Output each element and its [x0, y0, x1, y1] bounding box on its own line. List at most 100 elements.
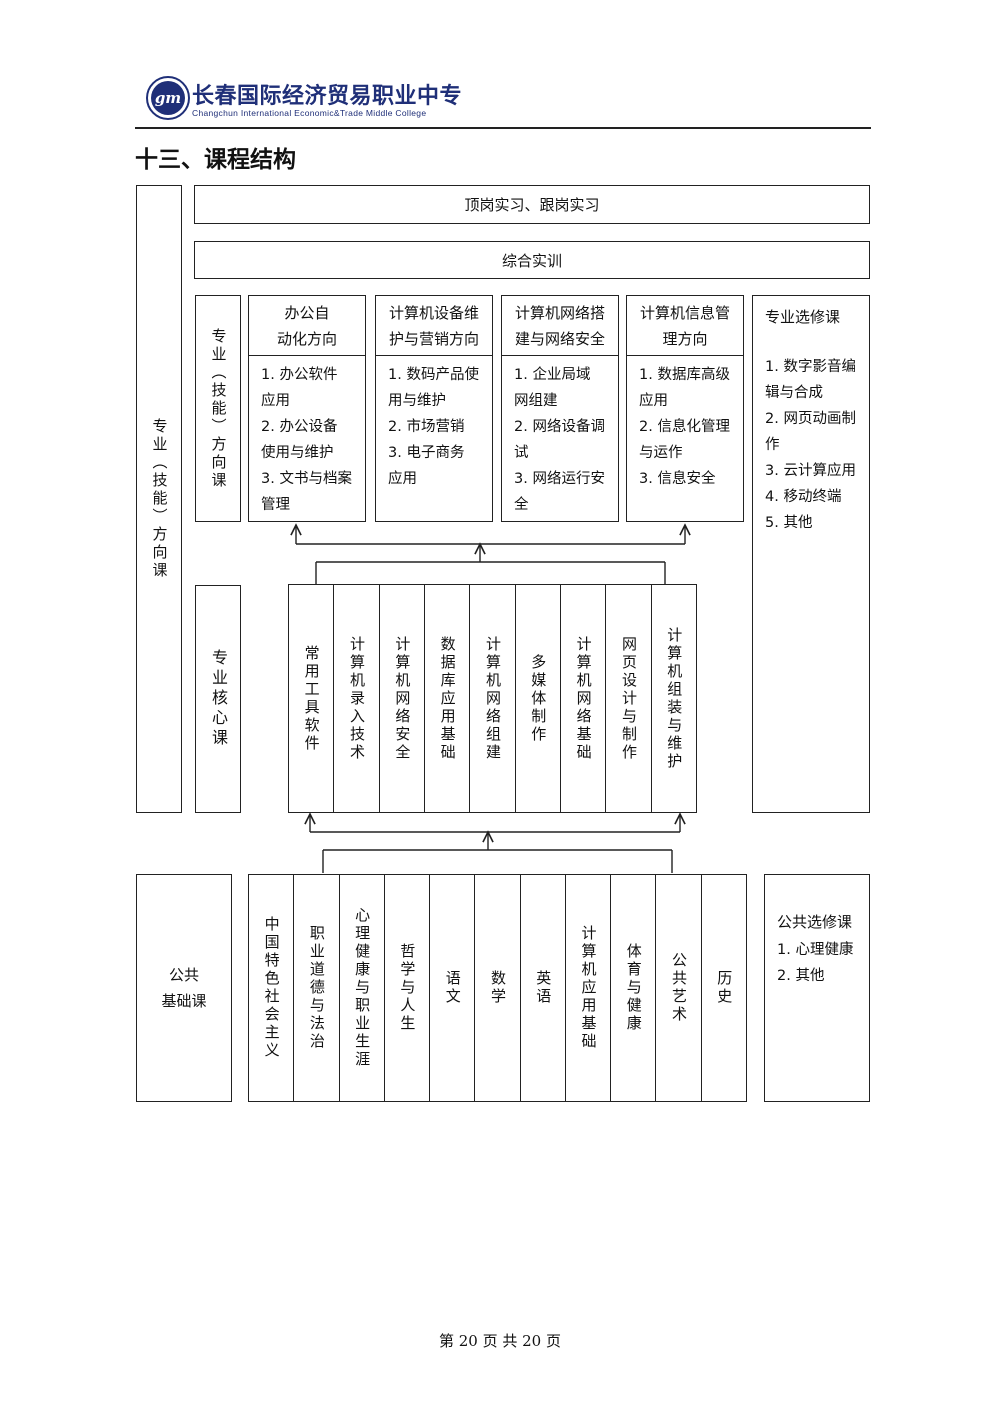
public-label-line2: 基础课 [161, 992, 207, 1010]
core-course-cell: 数据库应用基础 [425, 585, 471, 812]
list-item: 用与维护 [388, 393, 446, 409]
public-course-label: 公共艺术 [670, 952, 689, 1024]
internship-label: 顶岗实习、跟岗实习 [464, 196, 600, 214]
core-course-label: 数据库应用基础 [438, 635, 457, 762]
direction-column-device: 计算机设备维 护与营销方向 1. 数码产品使 用与维护 2. 市场营销 3. 电… [375, 295, 493, 522]
outer-direction-label: 专业（技能）方向课 [150, 418, 169, 580]
list-item: 3. 文书与档案 [261, 471, 352, 487]
public-course-cell: 公共艺术 [656, 875, 702, 1101]
core-course-cell: 计算机录入技术 [334, 585, 380, 812]
public-elective-box: 公共选修课 1. 心理健康 2. 其他 [764, 874, 870, 1102]
public-course-cell: 计算机应用基础 [566, 875, 612, 1101]
header: gm 长春国际经济贸易职业中专 Changchun International … [140, 72, 880, 128]
list-item: 5. 其他 [765, 515, 813, 531]
direction-label-box: 专业（技能）方向课 [195, 295, 241, 522]
elective-title: 专业选修课 [765, 308, 841, 326]
core-course-cell: 计算机网络安全 [380, 585, 425, 812]
section-title: 十三、课程结构 [135, 147, 296, 173]
list-item: 管理 [261, 497, 290, 513]
core-courses-box: 常用工具软件 计算机录入技术 计算机网络安全 数据库应用基础 计算机网络组建 多… [288, 584, 697, 813]
list-item: 应用 [388, 471, 417, 487]
training-label: 综合实训 [501, 251, 562, 270]
public-course-label: 中国特色社会主义 [262, 916, 281, 1060]
direction-title: 计算机设备维 护与营销方向 [376, 296, 492, 356]
core-label-box: 专业核心课 [195, 585, 241, 813]
internship-box: 顶岗实习、跟岗实习 [194, 185, 870, 224]
direction-items: 1. 企业局域 网组建 2. 网络设备调 试 3. 网络运行安 全 [502, 356, 618, 518]
direction-title-line1: 计算机信息管 [639, 303, 730, 322]
public-courses-box: 中国特色社会主义 职业道德与法治 心理健康与职业生涯 哲学与人生 语文 数学 英… [248, 874, 747, 1102]
list-item: 3. 电子商务 [388, 445, 465, 461]
public-course-cell: 职业道德与法治 [294, 875, 340, 1101]
list-item: 2. 其他 [777, 968, 825, 984]
direction-items: 1. 数据库高级 应用 2. 信息化管理 与运作 3. 信息安全 [627, 356, 743, 492]
list-item: 使用与维护 [261, 445, 334, 461]
list-item: 应用 [261, 393, 290, 409]
public-elective-items: 1. 心理健康 2. 其他 [765, 931, 869, 989]
list-item: 1. 数字影音编 [765, 359, 856, 375]
public-course-cell: 英语 [521, 875, 566, 1101]
direction-title-line2: 建与网络安全 [514, 329, 605, 348]
list-item: 2. 信息化管理 [639, 419, 730, 435]
list-item: 1. 数码产品使 [388, 367, 479, 383]
public-course-cell: 语文 [430, 875, 476, 1101]
public-course-label: 英语 [534, 970, 553, 1006]
core-course-cell: 多媒体制作 [516, 585, 561, 812]
school-logo: gm [146, 76, 190, 120]
school-name-en: Changchun International Economic&Trade M… [192, 108, 427, 118]
header-divider [135, 127, 871, 129]
core-course-label: 计算机网络安全 [393, 635, 412, 762]
list-item: 2. 市场营销 [388, 419, 465, 435]
list-item: 1. 心理健康 [777, 942, 854, 958]
direction-column-office: 办公自 动化方向 1. 办公软件 应用 2. 办公设备 使用与维护 3. 文书与… [248, 295, 366, 522]
core-course-cell: 计算机组装与维护 [652, 585, 696, 812]
direction-label: 专业（技能）方向课 [209, 327, 228, 490]
direction-title: 办公自 动化方向 [249, 296, 365, 356]
public-course-label: 历史 [715, 970, 734, 1006]
core-course-label: 计算机网络基础 [574, 635, 593, 762]
list-item: 1. 数据库高级 [639, 367, 730, 383]
core-course-cell: 计算机网络组建 [470, 585, 516, 812]
public-label-box: 公共 基础课 [136, 874, 232, 1102]
outer-direction-label-box: 专业（技能）方向课 [136, 185, 182, 813]
list-item: 2. 办公设备 [261, 419, 338, 435]
direction-title-line1: 办公自 [284, 303, 330, 322]
direction-title-line2: 动化方向 [276, 329, 337, 348]
list-item: 2. 网页动画制 [765, 411, 856, 427]
core-course-cell: 计算机网络基础 [561, 585, 607, 812]
core-course-cell: 常用工具软件 [289, 585, 335, 812]
public-elective-title: 公共选修课 [777, 913, 853, 931]
core-course-label: 计算机录入技术 [347, 635, 366, 762]
direction-title-line1: 计算机设备维 [388, 303, 479, 322]
elective-box: 专业选修课 1. 数字影音编 辑与合成 2. 网页动画制 作 3. 云计算应用 … [752, 295, 870, 813]
list-item: 1. 办公软件 [261, 367, 338, 383]
public-course-cell: 历史 [702, 875, 746, 1101]
direction-title-line2: 护与营销方向 [388, 329, 479, 348]
public-course-label: 计算机应用基础 [579, 925, 598, 1051]
core-course-label: 常用工具软件 [302, 644, 321, 753]
core-label: 专业核心课 [209, 649, 228, 749]
list-item: 4. 移动终端 [765, 489, 842, 505]
core-course-label: 多媒体制作 [529, 653, 548, 744]
list-item: 1. 企业局域 [514, 367, 591, 383]
public-course-label: 体育与健康 [624, 943, 643, 1033]
list-item: 3. 云计算应用 [765, 463, 856, 479]
public-course-cell: 数学 [475, 875, 521, 1101]
direction-title: 计算机网络搭 建与网络安全 [502, 296, 618, 356]
core-course-label: 计算机组装与维护 [665, 626, 684, 771]
list-item: 与运作 [639, 445, 683, 461]
public-course-label: 职业道德与法治 [307, 925, 326, 1051]
public-label-line1: 公共 [168, 966, 199, 984]
list-item: 辑与合成 [765, 385, 823, 401]
page-number: 第 20 页 共 20 页 [438, 1332, 561, 1350]
public-course-cell: 心理健康与职业生涯 [340, 875, 385, 1101]
list-item: 全 [514, 497, 529, 513]
list-item: 2. 网络设备调 [514, 419, 605, 435]
direction-items: 1. 办公软件 应用 2. 办公设备 使用与维护 3. 文书与档案 管理 [249, 356, 365, 518]
list-item: 试 [514, 445, 529, 461]
list-item: 网组建 [514, 393, 558, 409]
logo-mark: gm [151, 81, 185, 115]
direction-title-line1: 计算机网络搭 [514, 303, 605, 322]
list-item: 3. 网络运行安 [514, 471, 605, 487]
